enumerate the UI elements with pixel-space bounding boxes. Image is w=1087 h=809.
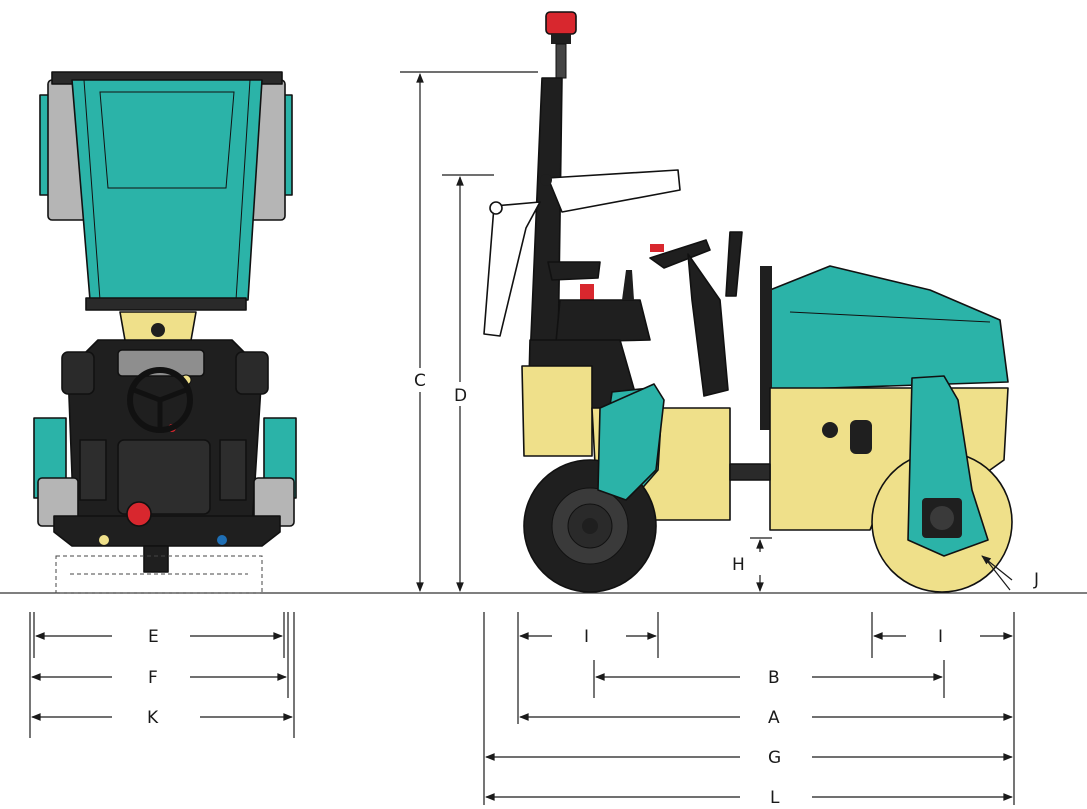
dim-label-c: C: [414, 371, 426, 391]
dim-label-h: H: [732, 555, 745, 575]
dim-label-k: K: [147, 708, 159, 728]
dim-label-d: D: [454, 386, 467, 406]
dim-label-i-rear: I: [584, 627, 589, 647]
dim-label-j: J: [1033, 570, 1039, 590]
dim-label-e: E: [148, 627, 159, 647]
dim-label-i-front: I: [938, 627, 943, 647]
dim-label-b: B: [768, 668, 780, 688]
dim-label-f: F: [148, 668, 158, 688]
dim-label-a: A: [768, 708, 780, 728]
beacon-light-icon: [545, 11, 577, 35]
front-view: [33, 71, 297, 594]
side-view: [483, 11, 1013, 593]
dim-label-g: G: [768, 748, 781, 768]
dim-label-l: L: [770, 788, 780, 808]
